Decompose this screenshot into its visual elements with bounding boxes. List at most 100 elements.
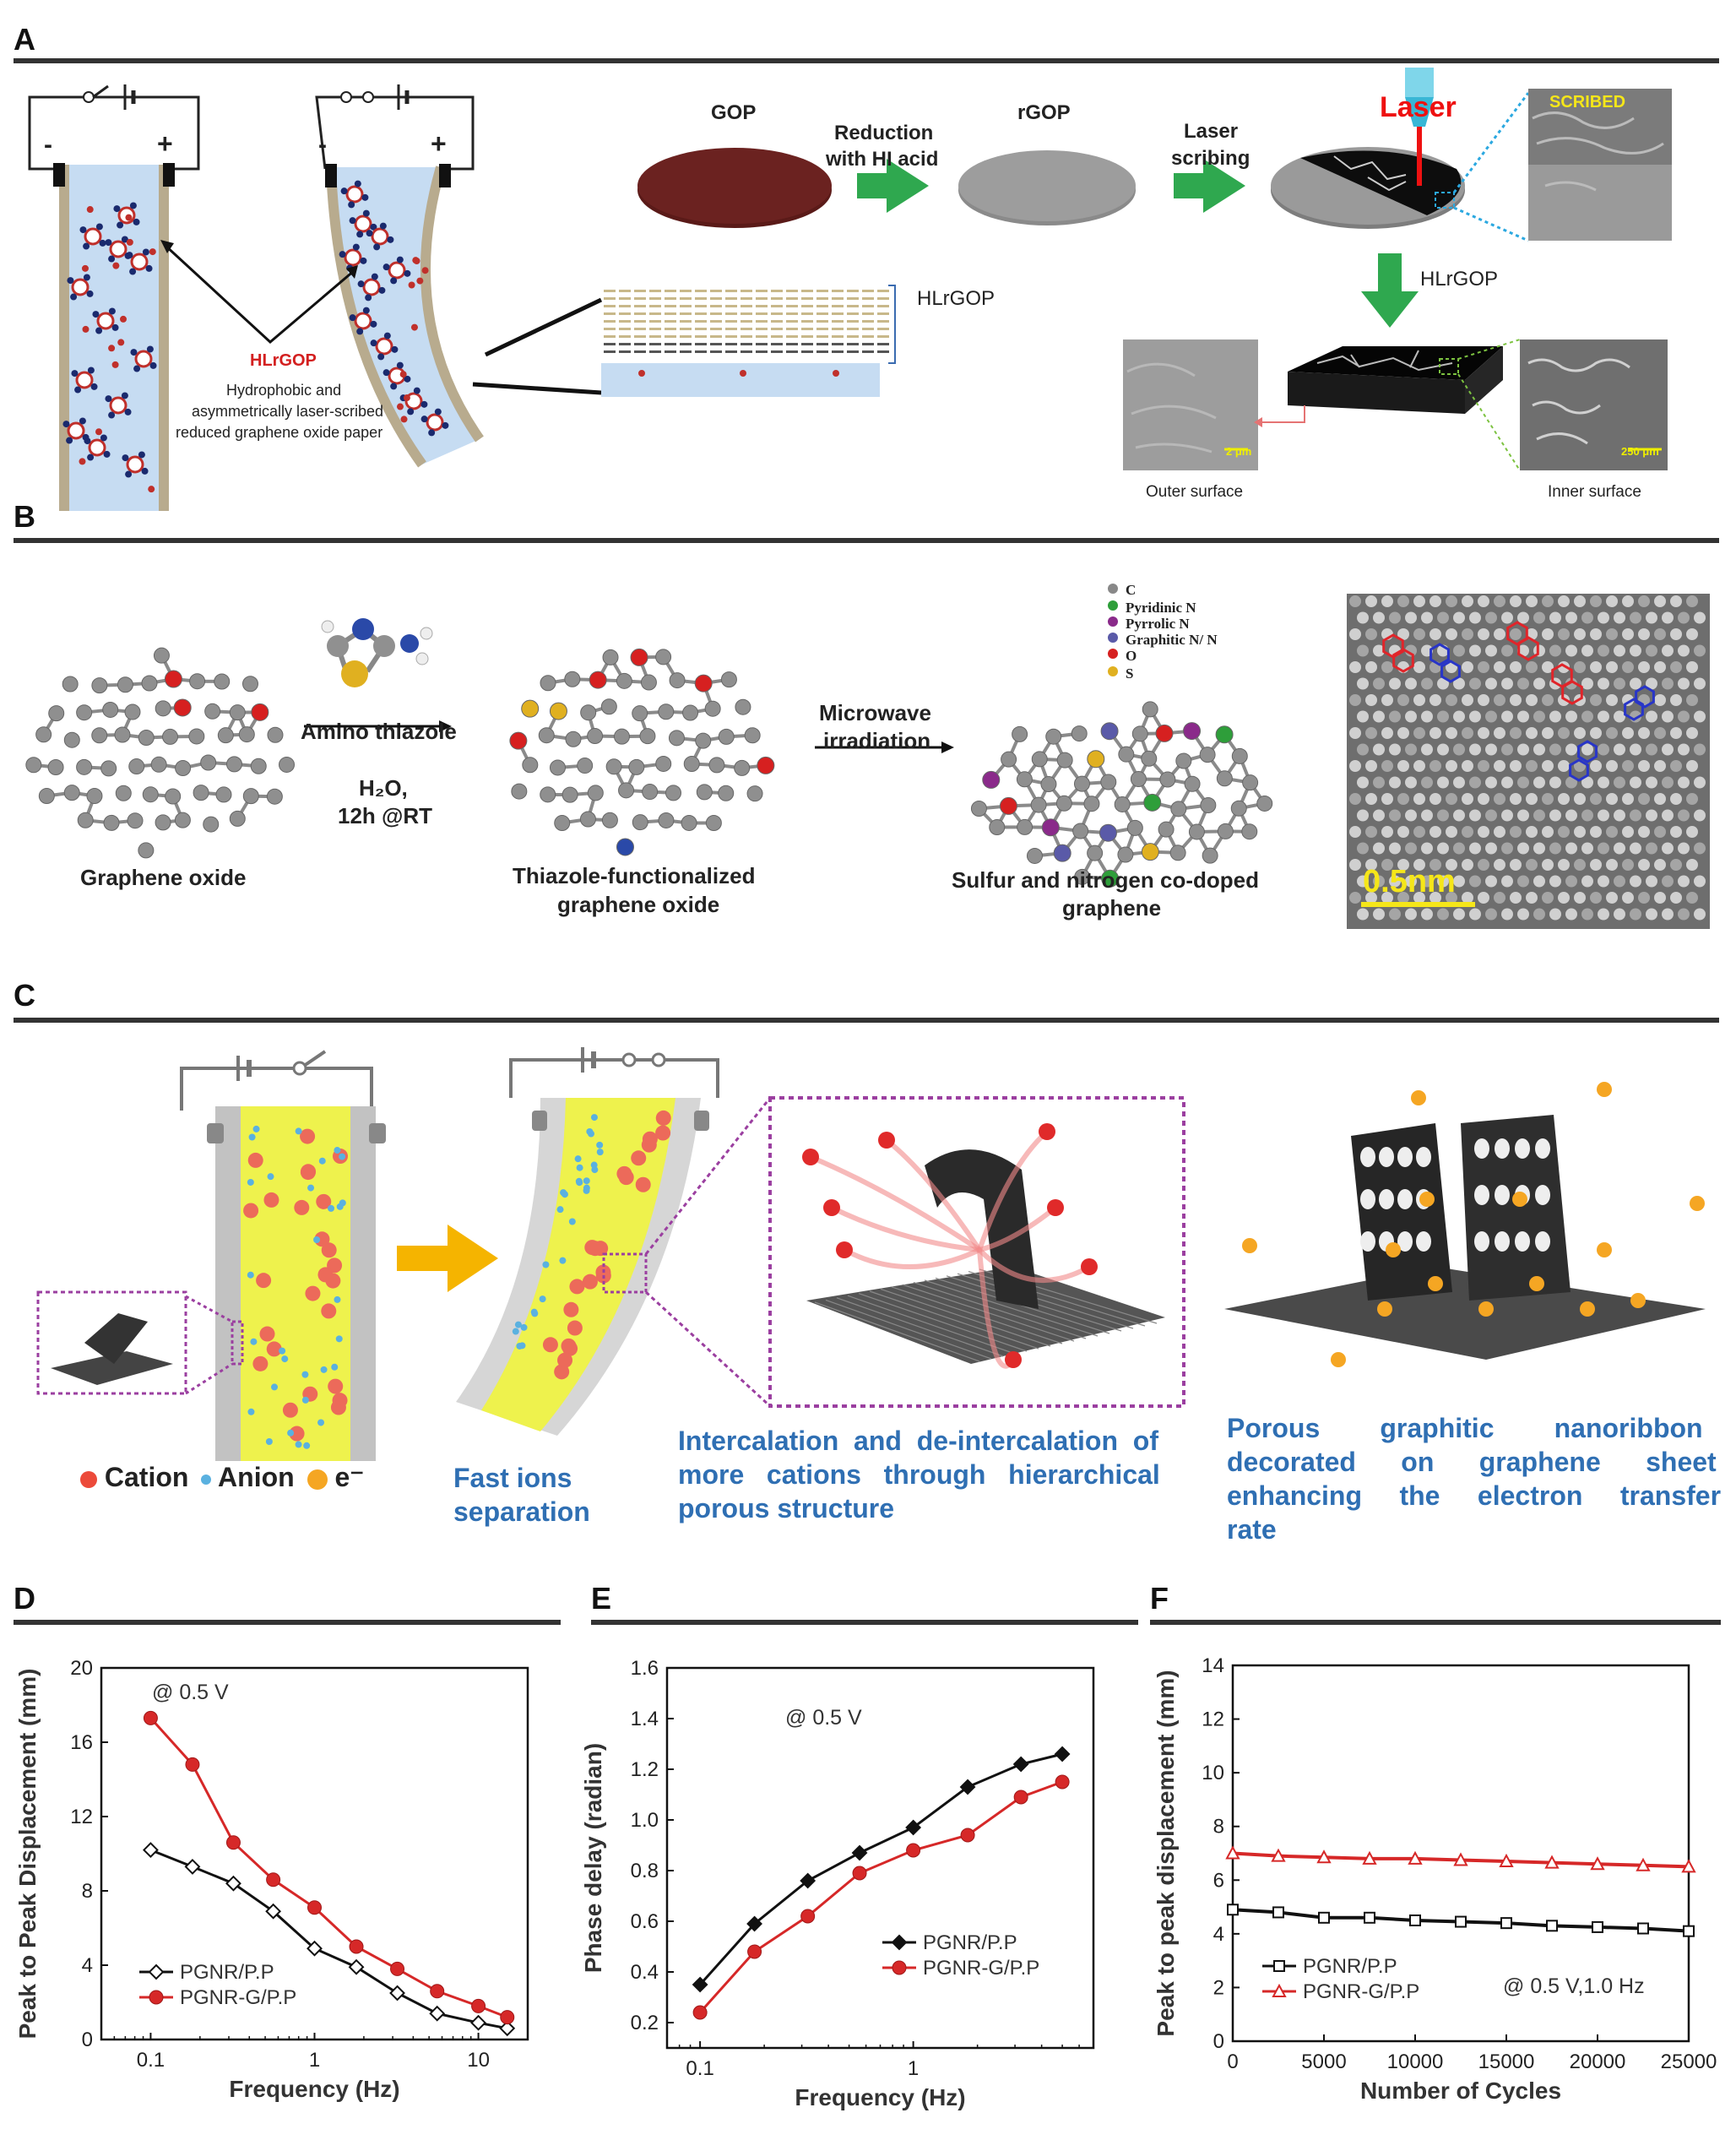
data-point — [348, 1958, 365, 1975]
y-axis-label: Peak to peak displacement (mm) — [1153, 1670, 1179, 2036]
series-line — [698, 1752, 1063, 1986]
data-point — [225, 1875, 241, 1892]
x-axis-label: Frequency (Hz) — [229, 2076, 399, 2102]
data-point — [692, 1976, 708, 1993]
legend-marker — [891, 1934, 908, 1951]
panel-f-divider — [1150, 1620, 1721, 1625]
reduction-label-1: Reduction — [834, 122, 934, 144]
electron-dot-icon — [307, 1469, 328, 1490]
data-point — [1681, 1859, 1696, 1873]
conditions-label-2: 12h @RT — [338, 803, 433, 828]
legend-label: PGNR/P.P — [923, 1931, 1017, 1954]
y-tick-label: 10 — [1202, 1762, 1224, 1784]
panel-a-illustration — [28, 68, 1672, 511]
graphene-oxide-label: Graphene oxide — [80, 865, 247, 890]
y-tick-label: 6 — [1213, 1869, 1224, 1892]
ions-bent-device — [512, 1110, 671, 1380]
data-point — [1225, 1845, 1240, 1860]
panel-d-divider — [14, 1620, 561, 1625]
panel-c-illustration — [36, 1047, 1706, 1461]
data-point — [1409, 1914, 1421, 1926]
laser-scribing-label-2: scribing — [1171, 147, 1250, 170]
data-point — [1318, 1911, 1330, 1924]
data-point — [471, 1998, 486, 2013]
panel-label-f: F — [1150, 1581, 1169, 1616]
annotation: @ 0.5 V — [152, 1681, 229, 1704]
data-point — [747, 1944, 762, 1959]
graphene-oxide-molecule — [25, 647, 296, 859]
reduction-label-2: with HI acid — [826, 148, 939, 171]
scribed-label: SCRIBED — [1549, 93, 1626, 111]
data-point — [266, 1872, 281, 1887]
x-tick-label: 15000 — [1478, 2050, 1535, 2073]
gop-label: GOP — [711, 101, 757, 124]
panel-label-c: C — [14, 978, 35, 1013]
data-point — [1592, 1920, 1603, 1933]
y-tick-label: 0 — [82, 2029, 93, 2051]
panel-b-illustration — [25, 584, 1710, 929]
y-axis-label: Peak to Peak Displacement (mm) — [14, 1669, 41, 2040]
data-point — [470, 2014, 486, 2031]
x-tick-label: 1 — [309, 2049, 320, 2072]
data-point — [1499, 1853, 1514, 1868]
panel-b-divider — [14, 538, 1719, 543]
straight-device — [180, 1050, 386, 1461]
y-tick-label: 16 — [70, 1731, 93, 1754]
y-tick-label: 0 — [1213, 2030, 1224, 2053]
legend-marker — [1273, 1960, 1285, 1972]
x-axis-label: Number of Cycles — [1360, 2078, 1561, 2104]
straight-actuator — [28, 84, 200, 511]
data-point — [905, 1819, 922, 1836]
fast-ions-label-1: Fast ions — [453, 1463, 572, 1493]
hlrgop-description-1: Hydrophobic and — [226, 382, 342, 399]
y-tick-label: 0.8 — [631, 1860, 659, 1882]
legend-label: PGNR-G/P.P — [180, 1986, 296, 2009]
data-point — [185, 1757, 200, 1772]
legend-label: PGNR/P.P — [180, 1961, 274, 1984]
y-tick-label: 4 — [82, 1954, 93, 1977]
plot-frame — [100, 1666, 529, 2041]
x-tick-label: 25000 — [1661, 2050, 1717, 2073]
microwave-label-2: irradiation — [823, 728, 931, 753]
data-point — [184, 1858, 201, 1875]
legend-marker — [1272, 1983, 1287, 1997]
fast-ions-label-2: separation — [453, 1496, 590, 1527]
hlrgop-arrow-label: HLrGOP — [1420, 268, 1499, 291]
porous-label-1: Porous graphitic nanoribbon — [1227, 1413, 1703, 1443]
x-tick-label: 0 — [1227, 2050, 1238, 2073]
hlrgop-stack-label: HLrGOP — [917, 287, 995, 310]
data-point — [1054, 1746, 1071, 1763]
microwave-label-1: Microwave — [819, 700, 931, 725]
y-tick-label: 0.4 — [631, 1961, 659, 1984]
legend-pyridinic: Pyridinic N — [1126, 600, 1196, 616]
legend-c: C — [1126, 582, 1137, 598]
data-point — [389, 1985, 405, 2001]
annotation: @ 0.5 V,1.0 Hz — [1503, 1974, 1645, 1998]
data-point — [959, 1779, 976, 1795]
data-point — [499, 2020, 516, 2037]
x-tick-label: 20000 — [1570, 2050, 1626, 2073]
data-point — [852, 1866, 867, 1881]
data-point — [1272, 1906, 1284, 1919]
outer-surface-label: Outer surface — [1146, 483, 1244, 501]
y-tick-label: 1.0 — [631, 1809, 659, 1832]
y-tick-label: 14 — [1202, 1654, 1224, 1677]
x-tick-label: 10000 — [1387, 2050, 1444, 2073]
panel-label-b: B — [14, 499, 35, 534]
bent-device — [456, 1047, 719, 1436]
data-point — [430, 1984, 445, 1999]
annotation: @ 0.5 V — [785, 1706, 862, 1730]
x-tick-label: 0.1 — [137, 2049, 165, 2072]
data-point — [1227, 1904, 1239, 1916]
thiazole-go-label-2: graphene oxide — [557, 892, 720, 917]
data-point — [143, 1842, 159, 1859]
y-tick-label: 1.2 — [631, 1758, 659, 1781]
x-tick-label: 1 — [908, 2057, 919, 2080]
data-point — [1455, 1915, 1467, 1928]
y-tick-label: 2 — [1213, 1976, 1224, 1999]
y-tick-label: 4 — [1213, 1923, 1224, 1946]
legend-label: PGNR/P.P — [1303, 1955, 1397, 1978]
data-point — [1590, 1856, 1605, 1871]
